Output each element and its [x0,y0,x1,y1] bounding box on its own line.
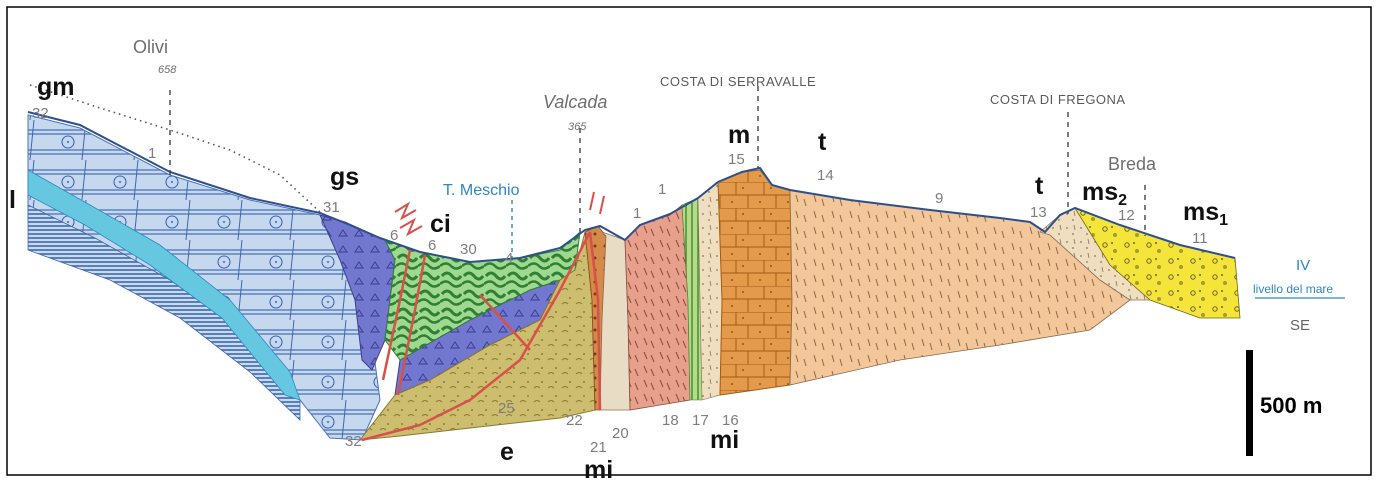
num-32-top: 32 [32,105,49,122]
num-6-a: 6 [390,227,398,244]
place-breda: Breda [1108,154,1157,174]
num-9: 9 [935,190,943,207]
sea-label: livello del mare [1253,282,1333,296]
place-costa-serravalle: COSTA DI SERRAVALLE [660,74,816,89]
unit-label-e: e [500,438,514,466]
unit-16-sand [698,182,722,400]
sea-roman: IV [1296,257,1310,274]
num-25: 25 [498,400,515,417]
num-1-mid: 1 [633,205,641,222]
num-1-left: 1 [148,145,156,162]
sea-direction: SE [1290,317,1310,334]
unit-label-t-upper: t [818,128,827,156]
scale-label: 500 m [1260,393,1322,418]
num-14: 14 [817,167,834,184]
unit-label-ms1: ms1 [1183,198,1228,229]
unit-label-gm: gm [37,73,75,101]
num-13: 13 [1030,204,1047,221]
unit-m-orange [718,170,792,395]
place-valcada: Valcada [543,92,607,112]
unit-label-mi-lower: mi [584,456,613,482]
scale-bar [1246,350,1253,456]
num-20: 20 [612,425,629,442]
num-4: 4 [505,250,513,267]
unit-label-l: l [9,186,16,214]
num-12: 12 [1118,207,1135,224]
num-6-b: 6 [428,237,436,254]
num-30: 30 [460,241,477,258]
num-17: 17 [692,412,709,429]
num-32-bottom: 32 [345,433,362,450]
unit-label-gs: gs [330,163,359,191]
locator-lines [170,86,1145,236]
unit-18-salmon [625,205,690,410]
num-11: 11 [1192,230,1208,247]
num-1-right: 1 [658,181,666,198]
num-31: 31 [323,199,340,216]
num-22: 22 [566,412,583,429]
river-label: T. Meschio [443,182,520,199]
unit-label-mi-upper: mi [710,426,739,454]
unit-label-ci: ci [430,210,451,238]
num-15: 15 [728,151,745,168]
unit-label-t-lower: t [1035,172,1044,200]
unit-label-m: m [728,121,750,149]
num-16: 16 [722,412,739,429]
place-olivi-elev: 658 [158,64,177,76]
place-costa-fregona: COSTA DI FREGONA [990,92,1126,107]
place-olivi: Olivi [133,37,168,57]
num-18: 18 [662,412,679,429]
unit-32-limestone [28,115,380,440]
unit-label-ms2: ms2 [1082,178,1127,209]
place-valcada-elev: 365 [568,121,587,133]
num-21: 21 [590,439,607,456]
